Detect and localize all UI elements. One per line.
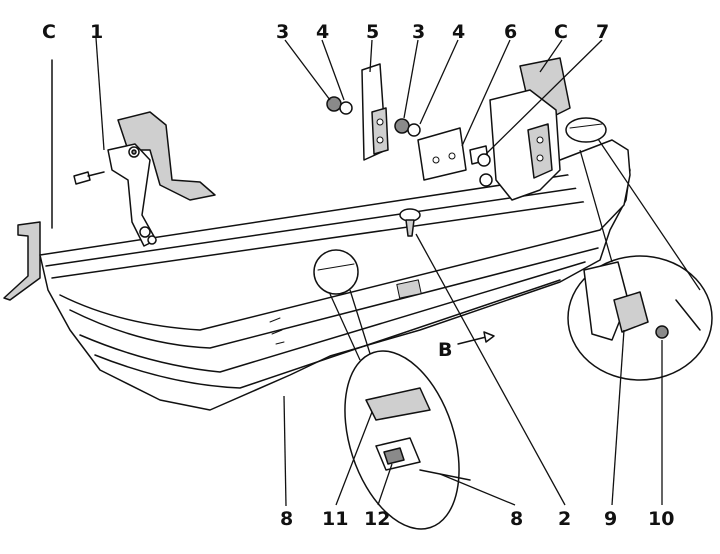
- bracket-6: [417, 39, 511, 181]
- label-11: 11: [322, 508, 348, 530]
- detail-circle-right: [567, 135, 713, 506]
- left-body-panel: [3, 59, 53, 301]
- label-7: 7: [596, 21, 609, 43]
- detail-circle-small: [313, 249, 373, 361]
- right-body-bracket: [477, 39, 603, 201]
- screw-2: [399, 208, 566, 506]
- left-mount-bracket: [73, 37, 216, 247]
- label-2: 2: [558, 508, 571, 530]
- nut-washer-right: [394, 39, 459, 137]
- label-10: 10: [648, 508, 674, 530]
- leader-8a: [283, 395, 287, 507]
- label-3b: 3: [412, 21, 425, 43]
- label-12: 12: [364, 508, 390, 530]
- label-4a: 4: [316, 21, 329, 43]
- label-8b: 8: [510, 508, 523, 530]
- label-6: 6: [504, 21, 517, 43]
- nut-washer-left: [284, 39, 353, 115]
- label-b: B: [438, 339, 452, 361]
- label-4b: 4: [452, 21, 465, 43]
- label-8a: 8: [280, 508, 293, 530]
- label-1: 1: [90, 21, 103, 43]
- label-c-left: C: [42, 21, 56, 43]
- detail-circle-top-right: [565, 117, 607, 143]
- label-c-right: C: [554, 21, 568, 43]
- callout-labels: C 1 3 4 5 3 4 6 C 7 8 11 12 8 2 9 10 B: [42, 21, 674, 530]
- bracket-5: [361, 39, 389, 161]
- view-arrow-b: [457, 331, 495, 345]
- label-3a: 3: [276, 21, 289, 43]
- label-5: 5: [366, 21, 379, 43]
- label-9: 9: [604, 508, 617, 530]
- detail-circle-lower: [335, 350, 516, 530]
